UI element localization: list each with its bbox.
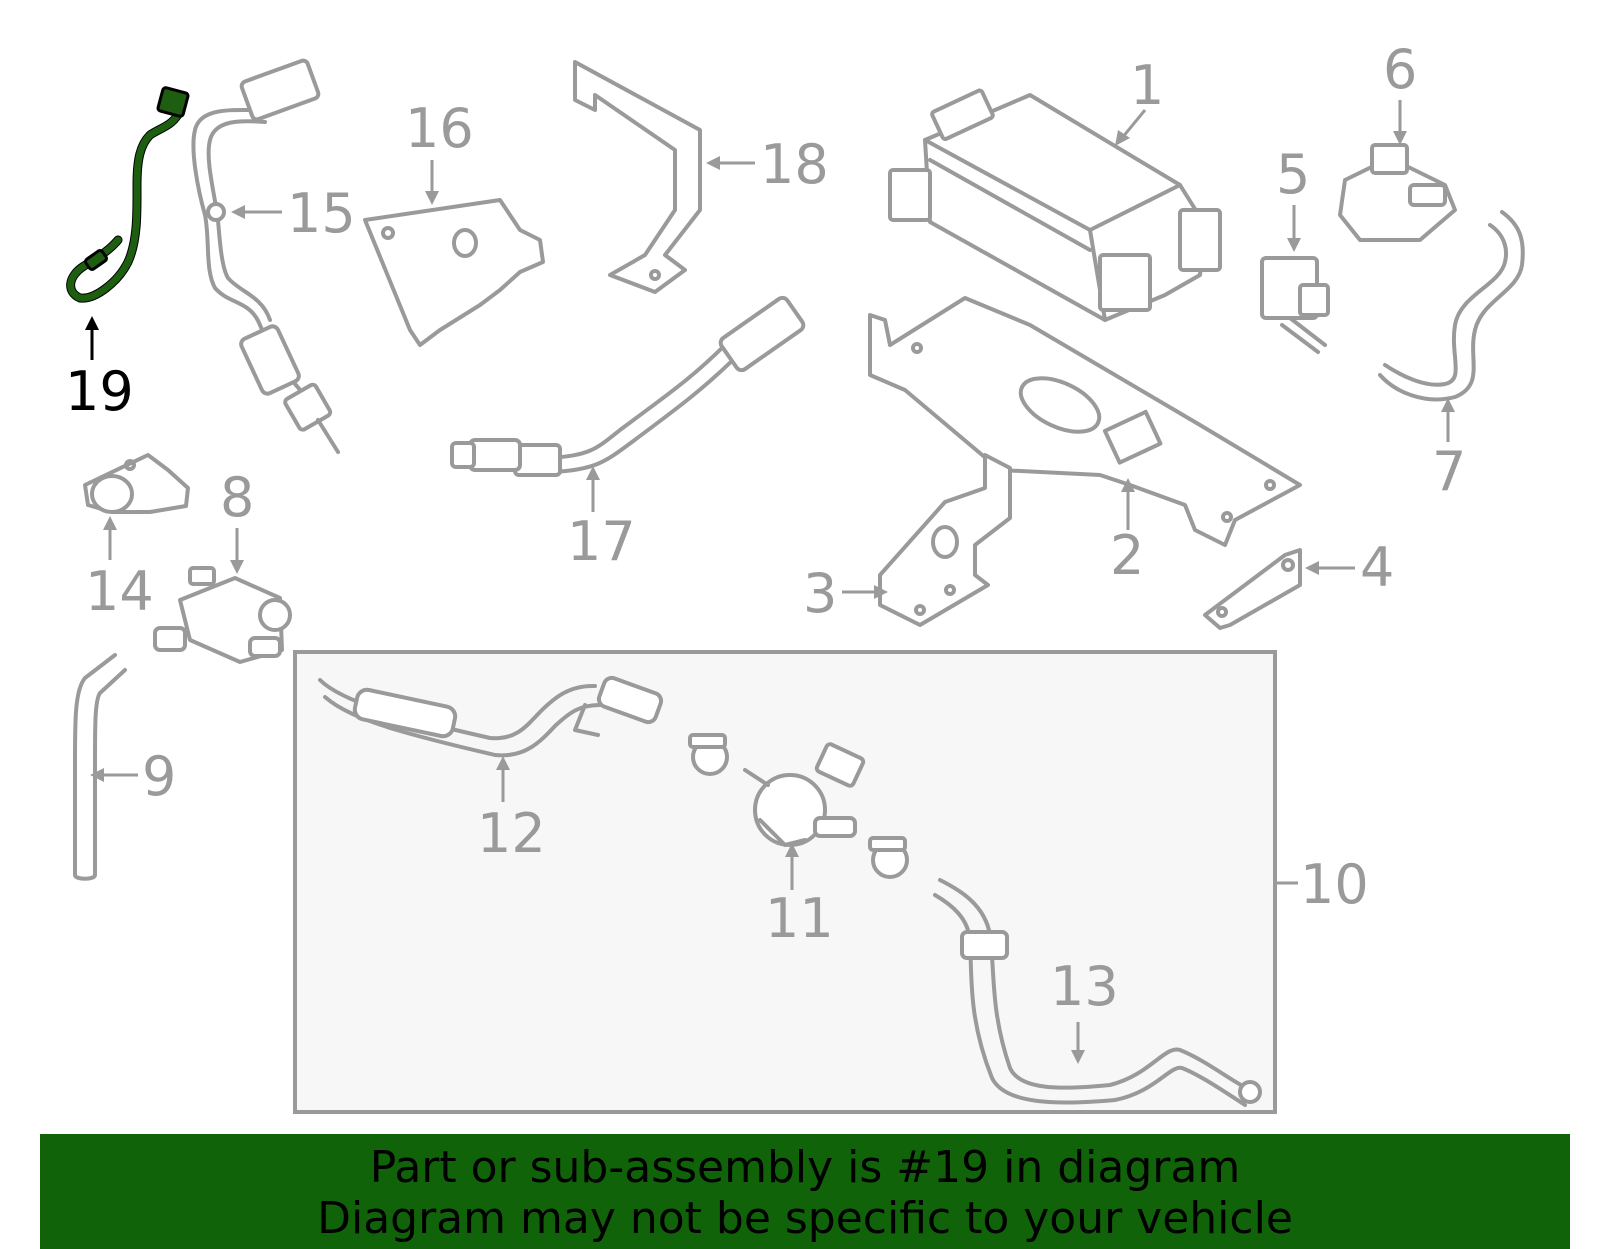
leader-18 xyxy=(706,156,755,170)
leader-9 xyxy=(90,768,138,782)
part-3 xyxy=(878,453,1012,627)
callout-18: 18 xyxy=(760,133,829,196)
leader-19 xyxy=(85,316,99,360)
part-14 xyxy=(83,453,190,514)
part-12 xyxy=(318,675,664,758)
clamp-b xyxy=(868,836,909,879)
callout-9: 9 xyxy=(142,745,176,808)
part-7 xyxy=(1378,210,1525,402)
part-8 xyxy=(153,566,292,664)
leader-8 xyxy=(230,528,244,574)
part-15 xyxy=(191,58,340,454)
callout-8: 8 xyxy=(220,466,254,529)
callout-7: 7 xyxy=(1432,440,1466,503)
leader-3 xyxy=(842,585,888,599)
banner-line-2: Diagram may not be specific to your vehi… xyxy=(317,1193,1293,1244)
info-banner: Part or sub-assembly is #19 in diagram D… xyxy=(40,1134,1570,1249)
callout-16: 16 xyxy=(405,97,474,160)
part-16 xyxy=(363,198,545,347)
part-13 xyxy=(933,878,1262,1107)
leader-11 xyxy=(785,843,799,890)
leader-16 xyxy=(425,160,439,205)
callout-3: 3 xyxy=(803,562,837,625)
part-18 xyxy=(573,60,702,294)
callout-5: 5 xyxy=(1276,143,1310,206)
callout-1: 1 xyxy=(1130,54,1164,117)
leader-14 xyxy=(103,516,117,560)
leader-1 xyxy=(1115,109,1147,146)
leader-7 xyxy=(1441,398,1455,442)
callout-12: 12 xyxy=(477,802,546,865)
callout-10: 10 xyxy=(1300,853,1369,916)
leader-12 xyxy=(496,756,510,802)
leader-17 xyxy=(586,466,600,512)
callout-4: 4 xyxy=(1360,536,1394,599)
part-5 xyxy=(1260,256,1330,354)
callout-15: 15 xyxy=(287,182,356,245)
part-11 xyxy=(743,742,866,847)
leader-4 xyxy=(1305,561,1355,575)
leader-15 xyxy=(231,205,282,219)
callout-14: 14 xyxy=(85,560,154,623)
callout-11: 11 xyxy=(765,887,834,950)
part-6 xyxy=(1338,143,1457,242)
part-1 xyxy=(888,88,1222,322)
callout-6: 6 xyxy=(1383,38,1417,101)
part-2 xyxy=(868,296,1302,547)
callout-19[interactable]: 19 xyxy=(65,360,134,423)
leader-6 xyxy=(1393,100,1407,145)
clamp-a xyxy=(688,733,729,776)
part-4 xyxy=(1203,548,1302,630)
leader-13 xyxy=(1071,1022,1085,1064)
callout-17: 17 xyxy=(567,510,636,573)
part-9 xyxy=(73,653,127,881)
part-17 xyxy=(450,295,806,477)
callout-13: 13 xyxy=(1050,955,1119,1018)
leader-2 xyxy=(1121,478,1135,530)
part-19-highlighted[interactable] xyxy=(66,86,190,303)
banner-line-1: Part or sub-assembly is #19 in diagram xyxy=(369,1142,1241,1193)
callout-2: 2 xyxy=(1110,524,1144,587)
leader-5 xyxy=(1287,205,1301,252)
